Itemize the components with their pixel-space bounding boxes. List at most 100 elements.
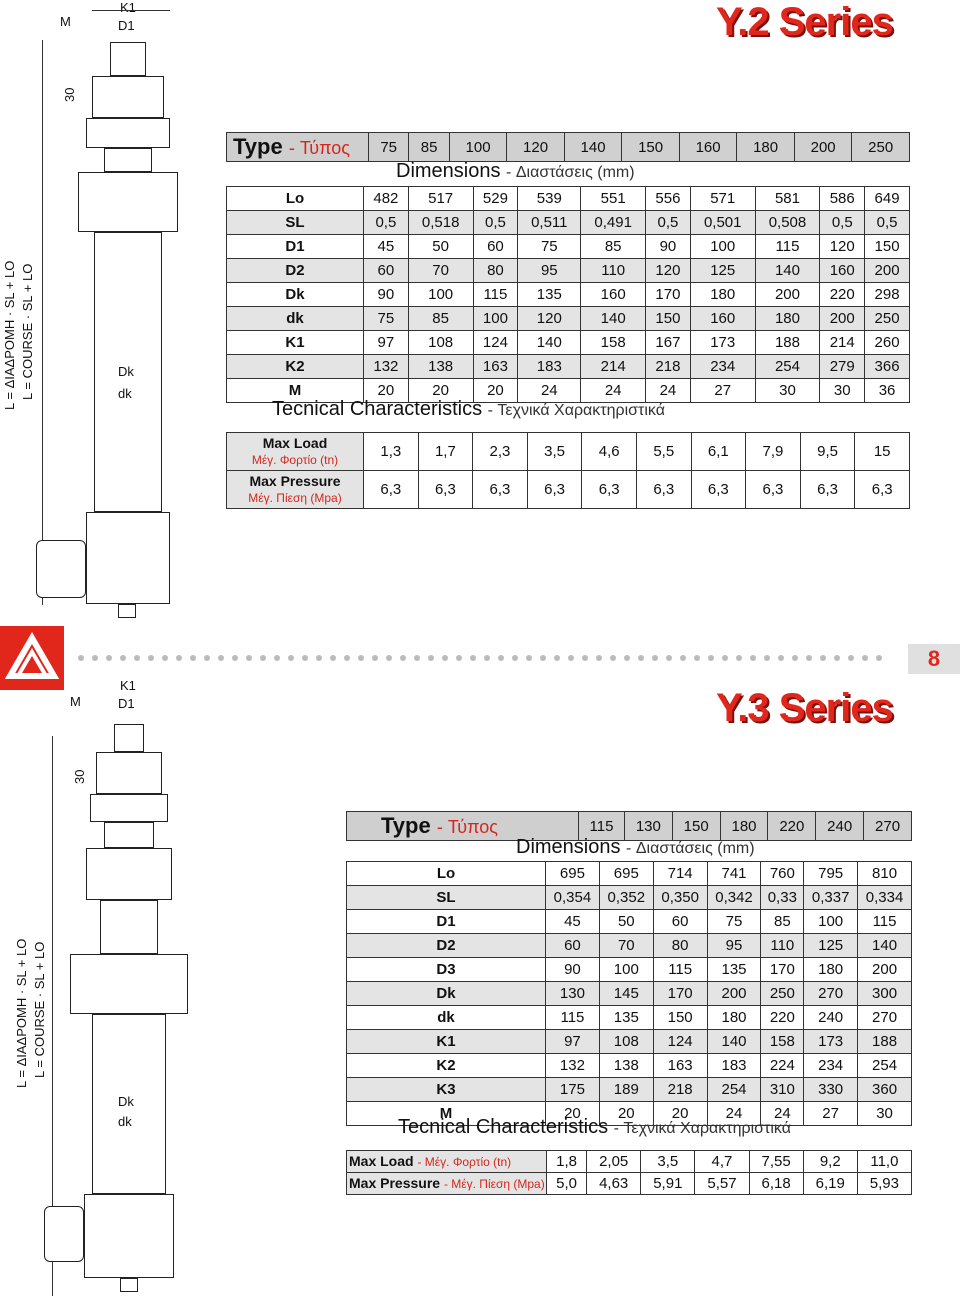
table-cell: 695 bbox=[598, 861, 654, 886]
divider-dot bbox=[218, 655, 224, 661]
table-cell: 760 bbox=[760, 861, 805, 886]
table-cell: 5,91 bbox=[640, 1172, 696, 1195]
table-cell: 45 bbox=[363, 234, 409, 259]
table-cell: 810 bbox=[857, 861, 912, 886]
table-cell: 70 bbox=[407, 258, 474, 283]
divider-dot bbox=[540, 655, 546, 661]
row-label: M bbox=[346, 1101, 546, 1126]
table-cell: 180 bbox=[706, 1005, 762, 1030]
type-col: 140 bbox=[563, 132, 623, 162]
divider-dot bbox=[680, 655, 686, 661]
table-cell: 240 bbox=[803, 1005, 859, 1030]
table-cell: 100 bbox=[472, 306, 519, 331]
divider-dot bbox=[792, 655, 798, 661]
divider-dot bbox=[260, 655, 266, 661]
divider-dot bbox=[834, 655, 840, 661]
table-cell: 120 bbox=[645, 258, 691, 283]
table-cell: 551 bbox=[580, 186, 647, 211]
table-cell: 115 bbox=[857, 909, 912, 934]
table-cell: 60 bbox=[472, 234, 519, 259]
divider-dot bbox=[204, 655, 210, 661]
table-cell: 158 bbox=[760, 1029, 805, 1054]
table-cell: 200 bbox=[706, 981, 762, 1006]
table-cell: 124 bbox=[472, 330, 519, 355]
row-label: D3 bbox=[346, 957, 546, 982]
divider-dot bbox=[330, 655, 336, 661]
table-cell: 90 bbox=[363, 282, 409, 307]
divider-dot bbox=[568, 655, 574, 661]
divider-dot bbox=[526, 655, 532, 661]
table-cell: 254 bbox=[857, 1053, 912, 1078]
table-cell: 150 bbox=[864, 234, 910, 259]
table-cell: 0,342 bbox=[706, 885, 762, 910]
table-cell: 85 bbox=[407, 306, 474, 331]
table-cell: 115 bbox=[472, 282, 519, 307]
table-cell: 60 bbox=[652, 909, 708, 934]
y3-type-header: Type - Τύπος 115 130 150 180 220 240 270 bbox=[346, 811, 912, 841]
table-cell: 218 bbox=[645, 354, 691, 379]
divider-dot bbox=[274, 655, 280, 661]
table-cell: 250 bbox=[864, 306, 910, 331]
table-cell: 0,511 bbox=[517, 210, 582, 235]
max-load-label: Max Load bbox=[262, 434, 328, 451]
y3-cylinder-drawing: L = ΔΙΑΔΡΟΜΗ · SL + LO L = COURSE · SL +… bbox=[0, 676, 210, 1298]
table-cell: 188 bbox=[857, 1029, 912, 1054]
table-cell: 6,3 bbox=[417, 470, 474, 509]
table-cell: 20 bbox=[363, 378, 409, 403]
table-cell: 298 bbox=[864, 282, 910, 307]
label-k1: K1 bbox=[120, 0, 136, 15]
divider-dot bbox=[512, 655, 518, 661]
type-label-gr: - Τύπος bbox=[436, 817, 498, 837]
divider-dot bbox=[554, 655, 560, 661]
row-label: Dk bbox=[226, 282, 364, 307]
table-cell: 125 bbox=[689, 258, 756, 283]
label-thirty: 30 bbox=[62, 87, 77, 102]
table-cell: 3,5 bbox=[526, 432, 583, 471]
table-cell: 80 bbox=[652, 933, 708, 958]
table-cell: 0,334 bbox=[857, 885, 912, 910]
stroke-formula-en: L = COURSE · SL + LO bbox=[20, 263, 35, 400]
divider-dot bbox=[806, 655, 812, 661]
table-cell: 27 bbox=[689, 378, 756, 403]
table-cell: 254 bbox=[706, 1077, 762, 1102]
table-cell: 0,350 bbox=[652, 885, 708, 910]
divider-dot bbox=[316, 655, 322, 661]
table-cell: 20 bbox=[598, 1101, 654, 1126]
table-cell: 0,352 bbox=[598, 885, 654, 910]
table-cell: 695 bbox=[545, 861, 600, 886]
table-cell: 556 bbox=[645, 186, 691, 211]
table-cell: 183 bbox=[517, 354, 582, 379]
table-cell: 100 bbox=[689, 234, 756, 259]
divider-dot bbox=[120, 655, 126, 661]
table-cell: 6,3 bbox=[635, 470, 692, 509]
table-cell: 0,508 bbox=[754, 210, 821, 235]
max-pressure-gr: - Μέγ. Πίεση (Mpa) bbox=[443, 1176, 545, 1191]
divider-dot bbox=[820, 655, 826, 661]
table-cell: 90 bbox=[545, 957, 600, 982]
table-cell: 254 bbox=[754, 354, 821, 379]
table-cell: 135 bbox=[598, 1005, 654, 1030]
table-cell: 366 bbox=[864, 354, 910, 379]
max-load-gr: - Μέγ. Φορτίο (tn) bbox=[417, 1154, 512, 1169]
type-label: Type bbox=[233, 134, 283, 159]
divider-dot bbox=[582, 655, 588, 661]
divider-dot bbox=[288, 655, 294, 661]
table-cell: 173 bbox=[689, 330, 756, 355]
table-cell: 20 bbox=[545, 1101, 600, 1126]
row-label: K2 bbox=[346, 1053, 546, 1078]
divider-dot bbox=[414, 655, 420, 661]
row-label: dk bbox=[346, 1005, 546, 1030]
table-cell: 482 bbox=[363, 186, 409, 211]
table-cell: 30 bbox=[857, 1101, 912, 1126]
row-label: K1 bbox=[346, 1029, 546, 1054]
table-cell: 795 bbox=[803, 861, 859, 886]
type-col: 180 bbox=[736, 132, 795, 162]
